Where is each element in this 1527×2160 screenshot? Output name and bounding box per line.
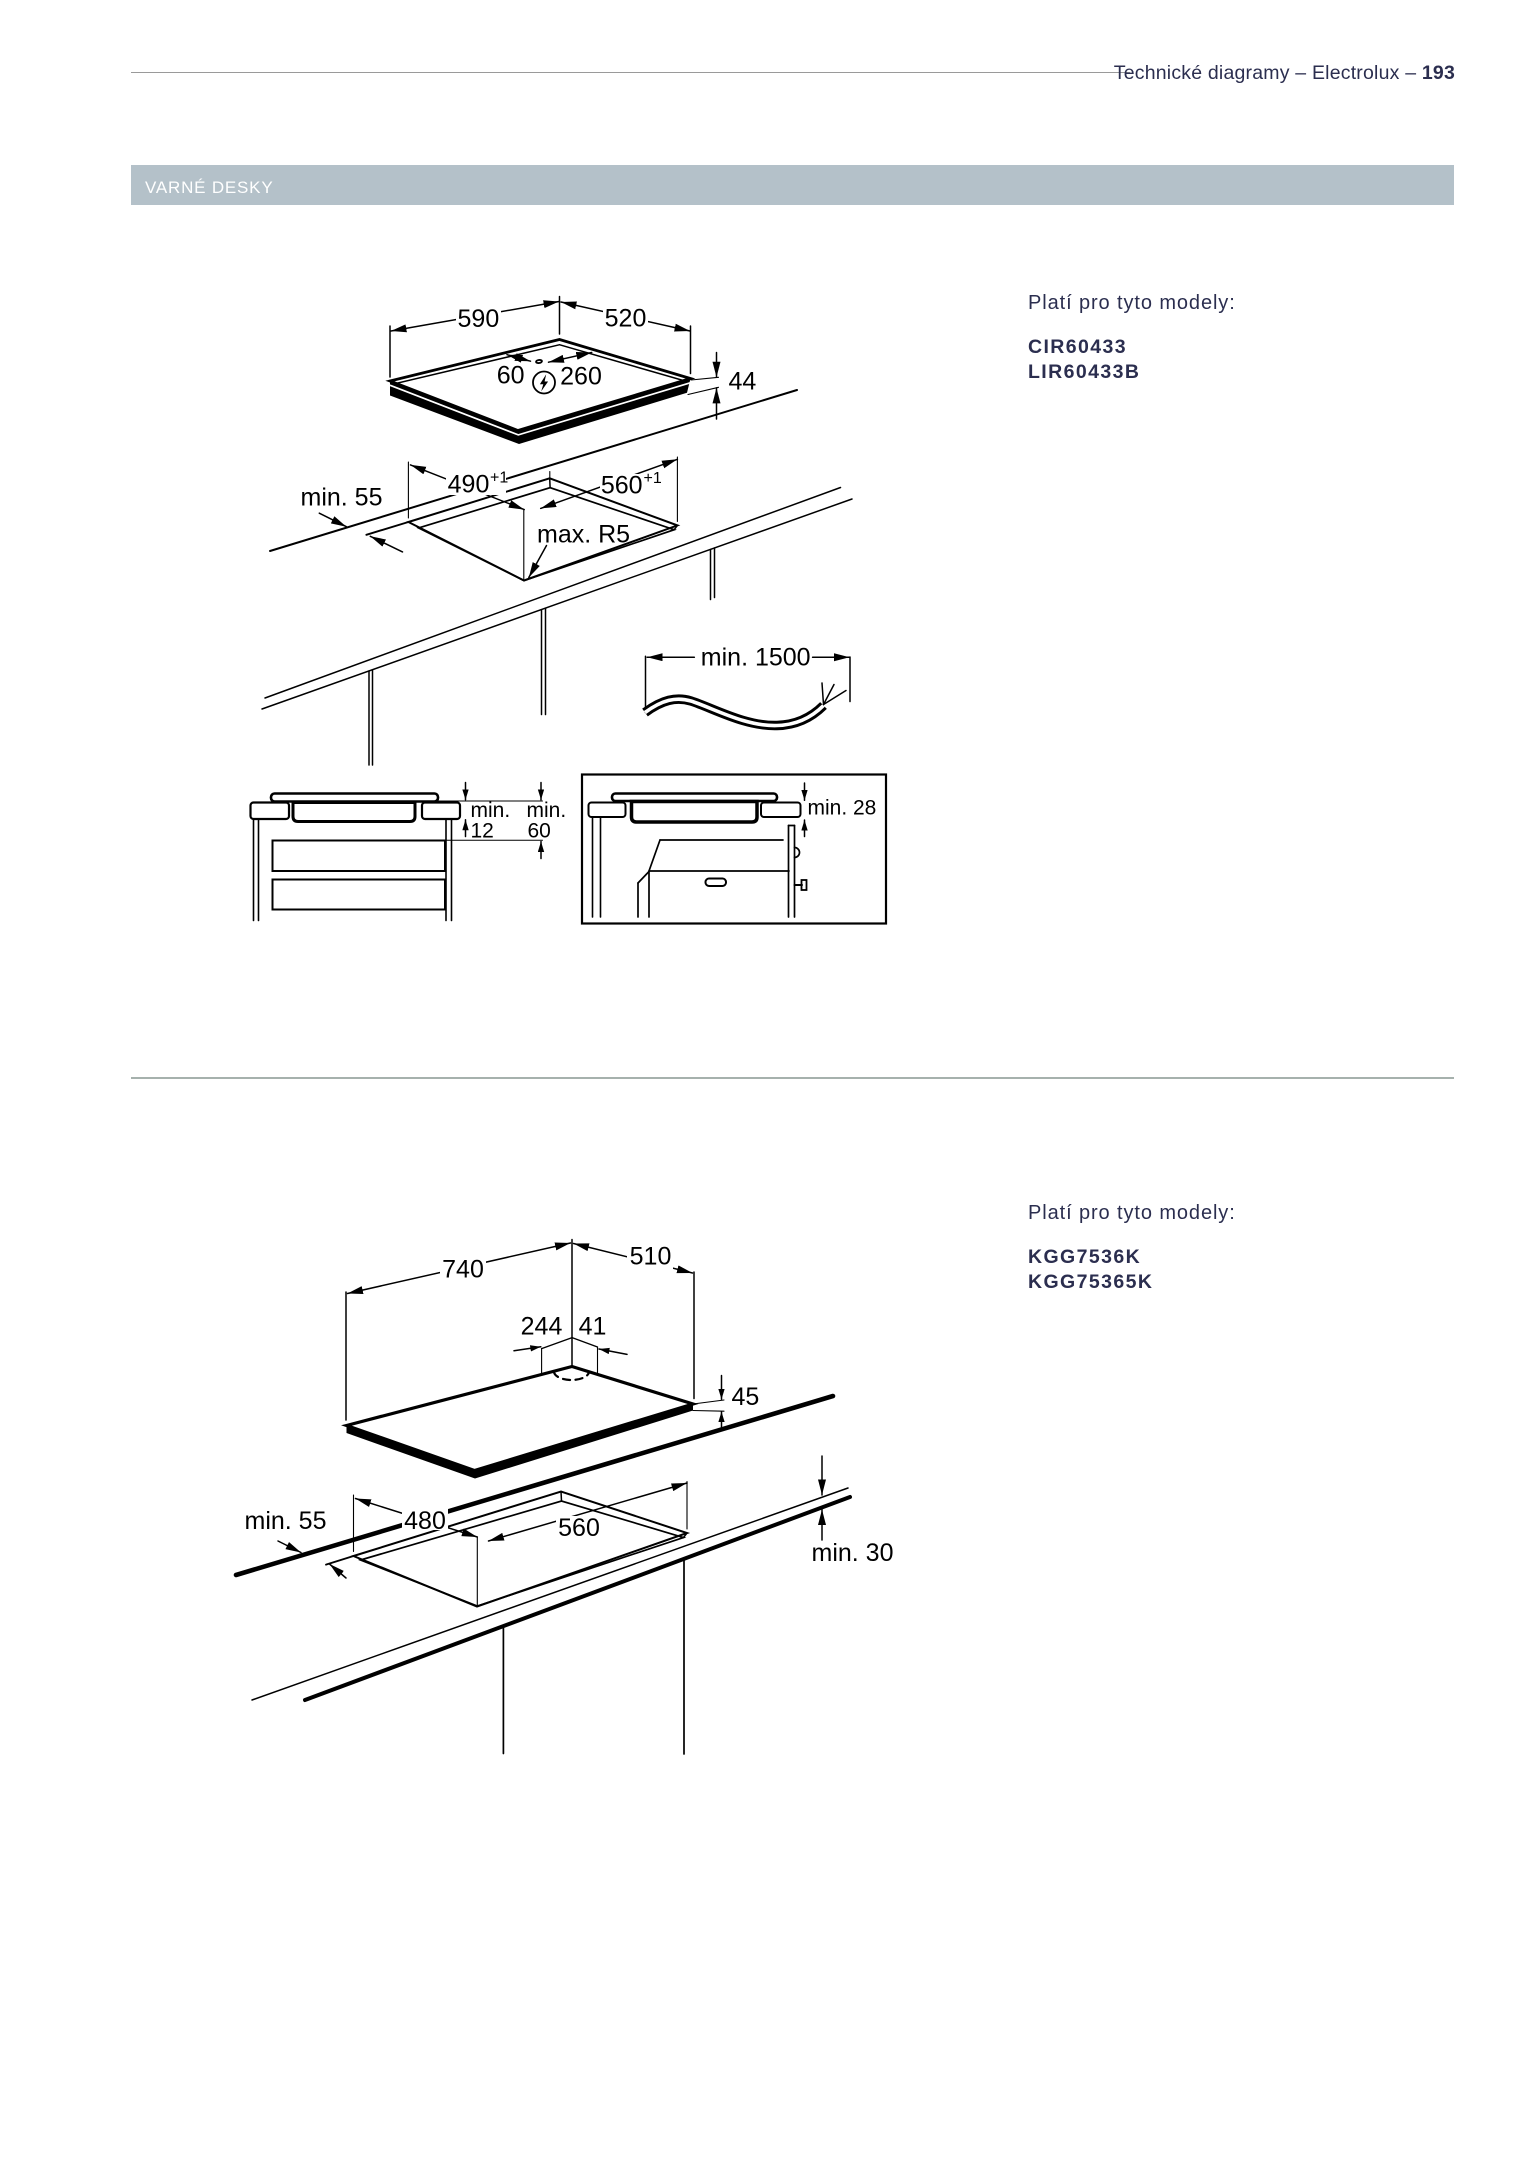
- svg-text:480: 480: [404, 1507, 446, 1535]
- svg-text:min. 55: min. 55: [301, 484, 383, 512]
- svg-text:60: 60: [528, 820, 551, 843]
- svg-text:45: 45: [732, 1383, 760, 1411]
- svg-text:490: 490: [448, 471, 490, 499]
- svg-text:+1: +1: [644, 470, 662, 487]
- svg-text:244: 244: [521, 1313, 563, 1341]
- svg-text:max. R5: max. R5: [537, 521, 630, 549]
- svg-text:+1: +1: [490, 470, 508, 487]
- svg-text:260: 260: [560, 362, 602, 390]
- svg-text:510: 510: [630, 1243, 672, 1271]
- svg-text:560: 560: [558, 1514, 600, 1542]
- svg-text:44: 44: [729, 368, 757, 396]
- svg-text:min. 28: min. 28: [808, 797, 877, 820]
- svg-text:min. 1500: min. 1500: [701, 644, 811, 672]
- svg-text:60: 60: [497, 362, 525, 390]
- svg-text:12: 12: [471, 820, 494, 843]
- svg-text:520: 520: [605, 305, 647, 333]
- svg-text:min. 30: min. 30: [812, 1539, 894, 1567]
- svg-text:560: 560: [601, 472, 643, 500]
- svg-text:740: 740: [442, 1256, 484, 1284]
- svg-text:min.: min.: [471, 799, 511, 822]
- svg-text:41: 41: [579, 1313, 607, 1341]
- svg-text:min.: min.: [527, 799, 567, 822]
- svg-text:min. 55: min. 55: [245, 1507, 327, 1535]
- svg-text:590: 590: [458, 305, 500, 333]
